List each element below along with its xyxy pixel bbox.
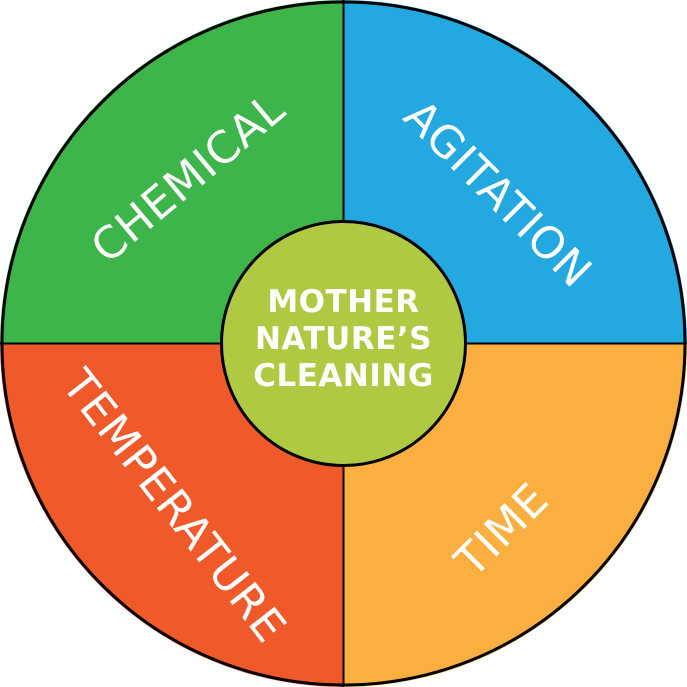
center-line-3: CLEANING (253, 358, 434, 394)
center-line-2: NATURE’S (255, 321, 432, 357)
center-line-1: MOTHER (267, 284, 419, 320)
center-circle (220, 220, 467, 467)
